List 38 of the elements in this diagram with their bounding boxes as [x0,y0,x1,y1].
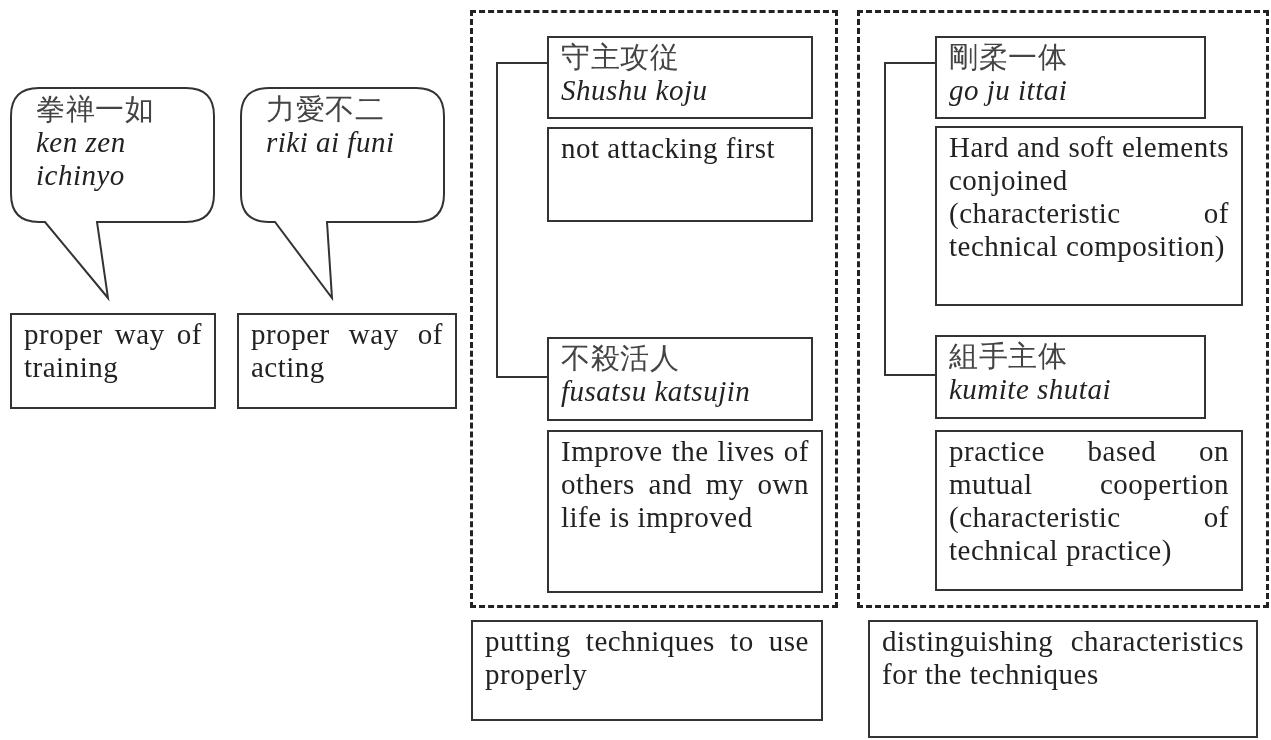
kanji-term: 守主攻従 [561,41,680,74]
romanized-term: kumite shutai [949,373,1112,406]
text-box [471,620,823,721]
kanji-term: 剛柔一体 [949,41,1068,74]
description-text: proper way of training [24,318,202,384]
description-text: distinguishing characteristics for the techniques [882,625,1244,691]
kanji-term: 組手主体 [949,340,1068,373]
text-box [10,313,216,409]
bracket-line [496,62,548,378]
text-box [547,36,813,119]
description-text: putting techniques to use properly [485,625,809,691]
dashed-frame [857,10,1269,608]
text-box [935,126,1243,306]
romanized-term: Shushu koju [561,74,709,107]
text-box [935,36,1206,119]
speech-bubble [240,87,446,299]
description-text: Hard and soft elements conjoined (characteristic of technical composition) [949,131,1229,263]
text-box [868,620,1258,738]
romanized-term: riki ai funi [266,126,396,159]
description-text: Improve the lives of others and my own life is improved [561,435,809,534]
speech-bubble [10,87,216,299]
kanji-term: 不殺活人 [561,342,680,375]
romanized-term: fusatsu katsujin [561,375,752,408]
text-box [935,335,1206,419]
text-box [547,337,813,421]
bracket-line [884,62,936,376]
text-box [935,430,1243,591]
text-box [237,313,457,409]
description-text: not attacking first [561,132,777,165]
description-text: proper way of acting [251,318,443,384]
text-box [547,127,813,222]
kanji-term: 力愛不二 [266,93,385,126]
romanized-term: go ju ittai [949,74,1069,107]
kanji-term: 拳禅一如 [36,93,155,126]
description-text: practice based on mutual coopertion (characteristic of technical practice) [949,435,1229,567]
romanized-term: ken zen ichinyo [36,126,127,192]
dashed-frame [470,10,838,608]
text-box [547,430,823,593]
